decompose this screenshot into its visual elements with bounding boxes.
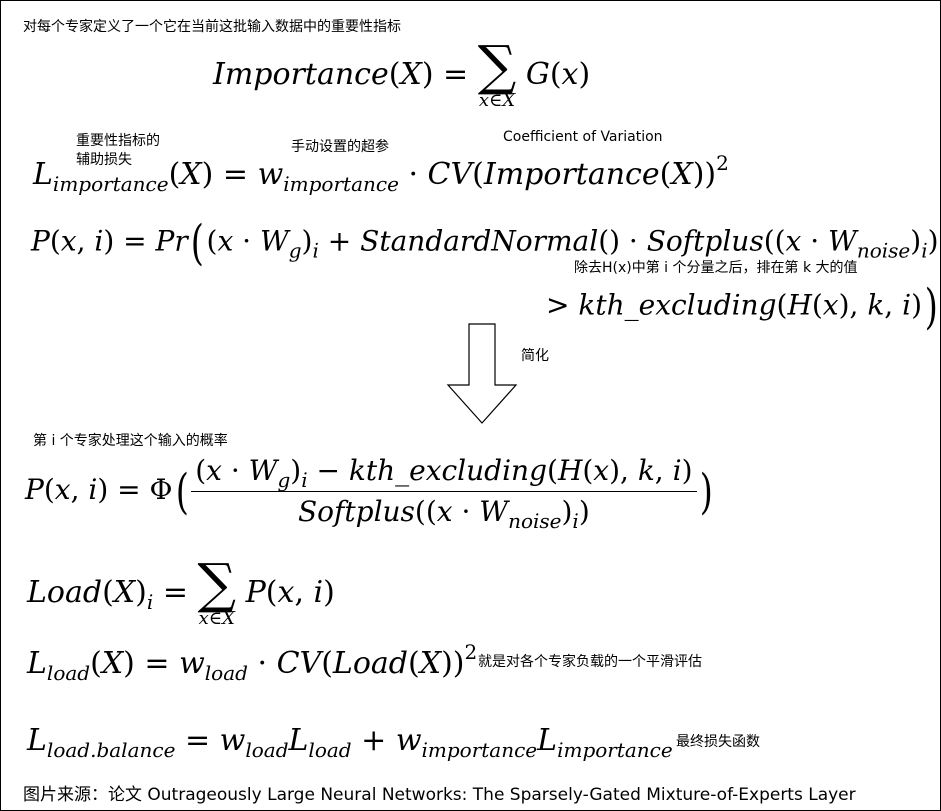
hyperparam-note: 手动设置的超参 [291,139,389,155]
gating-probability-equation: P(x, i) = Pr((x · Wg)i + StandardNormal(… [31,215,939,271]
prob-note: 第 i 个专家处理这个输入的概率 [33,433,228,449]
kth-excluding-condition: > kth_excluding(H(x), k, i)) [546,279,938,335]
load-balance-loss-equation: Lload.balance = wloadLload + wimportance… [27,723,673,762]
simplify-note: 简化 [521,348,549,364]
cv-note: Coefficient of Variation [503,129,663,145]
sum-symbol: ∑x∈X [477,34,517,111]
aux-loss-note: 重要性指标的辅助损失 [76,133,160,168]
top-note: 对每个专家定义了一个它在当前这批输入数据中的重要性指标 [23,19,401,35]
image-caption: 图片来源：论文 Outrageously Large Neural Networ… [23,785,856,805]
importance-equation: Importance(X) = ∑x∈X G(x) [213,34,591,111]
load-sum-symbol: ∑x∈X [197,552,237,629]
importance-loss-equation: Limportance(X) = wimportance · CV(Import… [33,151,729,196]
smooth-note: 就是对各个专家负载的一个平滑评估 [478,654,702,670]
load-loss-equation: Lload(X) = wload · CV(Load(X))2 [27,640,478,685]
final-note: 最终损失函数 [676,734,760,750]
simplified-probability-equation: P(x, i) = Φ((x · Wg)i − kth_excluding(H(… [25,453,713,533]
kth-note: 除去H(x)中第 i 个分量之后，排在第 k 大的值 [574,260,858,276]
probability-fraction: (x · Wg)i − kth_excluding(H(x), k, i)Sof… [191,453,697,531]
down-arrow-icon [446,323,518,424]
load-equation: Load(X)i = ∑x∈X P(x, i) [27,552,335,629]
